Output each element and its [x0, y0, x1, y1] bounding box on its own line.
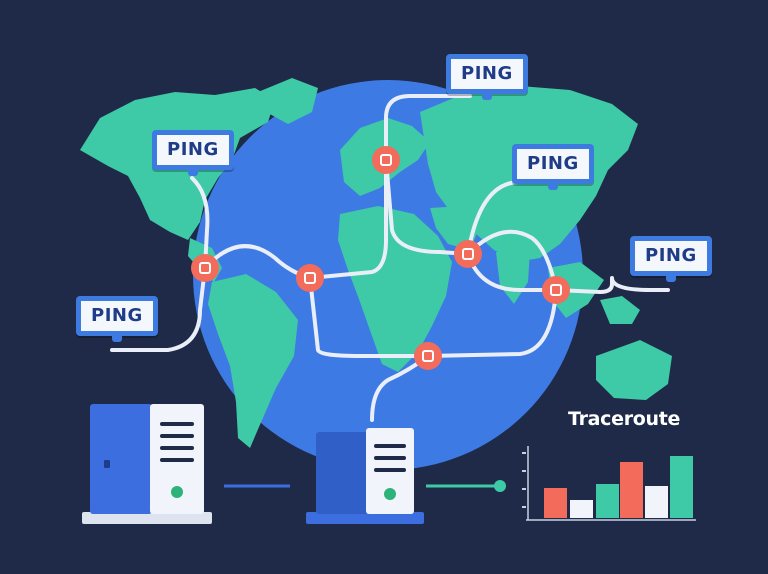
- route-left-ping: [110, 266, 207, 352]
- route-segment-4: [466, 229, 558, 292]
- route-segment-6: [308, 276, 430, 358]
- route-top-ping: [384, 94, 472, 162]
- route-node: [372, 146, 400, 174]
- chart-bar: [596, 484, 619, 518]
- route-segment-3: [384, 158, 470, 256]
- ping-label-upper-left: PING: [152, 130, 234, 170]
- route-upper-left-ping: [190, 176, 210, 270]
- greenland: [258, 78, 318, 124]
- chart-bar: [544, 488, 567, 518]
- server-link: [224, 480, 506, 492]
- route-node: [296, 264, 324, 292]
- islands-east: [600, 296, 640, 324]
- chart-bar: [670, 456, 693, 518]
- ping-label-far-right: PING: [630, 236, 712, 276]
- chart-axis-tick: [522, 488, 526, 490]
- route-node: [191, 254, 219, 282]
- server-center: [306, 428, 424, 524]
- ping-label-right: PING: [512, 144, 594, 184]
- chart-axis-tick: [522, 470, 526, 472]
- australia: [596, 340, 672, 400]
- chart-bar: [620, 462, 643, 518]
- server-left: [82, 404, 212, 524]
- server-status-light: [171, 486, 183, 498]
- route-nodes: [191, 146, 570, 370]
- server-status-light: [384, 488, 396, 500]
- route-node: [542, 276, 570, 304]
- ping-label-top: PING: [446, 54, 528, 94]
- route-node: [454, 240, 482, 268]
- south-america: [208, 274, 298, 448]
- traceroute-title: Traceroute: [568, 408, 681, 430]
- chart-axis-tick: [522, 452, 526, 454]
- middle-east: [430, 206, 480, 250]
- chart-bar: [570, 500, 593, 518]
- route-node: [414, 342, 442, 370]
- route-far-right-ping: [554, 276, 670, 294]
- traceroute-chart: [522, 446, 696, 521]
- route-segment-2: [308, 158, 388, 280]
- chart-bar: [645, 486, 668, 518]
- server-lock-icon: [104, 460, 110, 468]
- ping-label-left: PING: [76, 296, 158, 336]
- chart-axis-tick: [522, 506, 526, 508]
- africa: [338, 206, 452, 372]
